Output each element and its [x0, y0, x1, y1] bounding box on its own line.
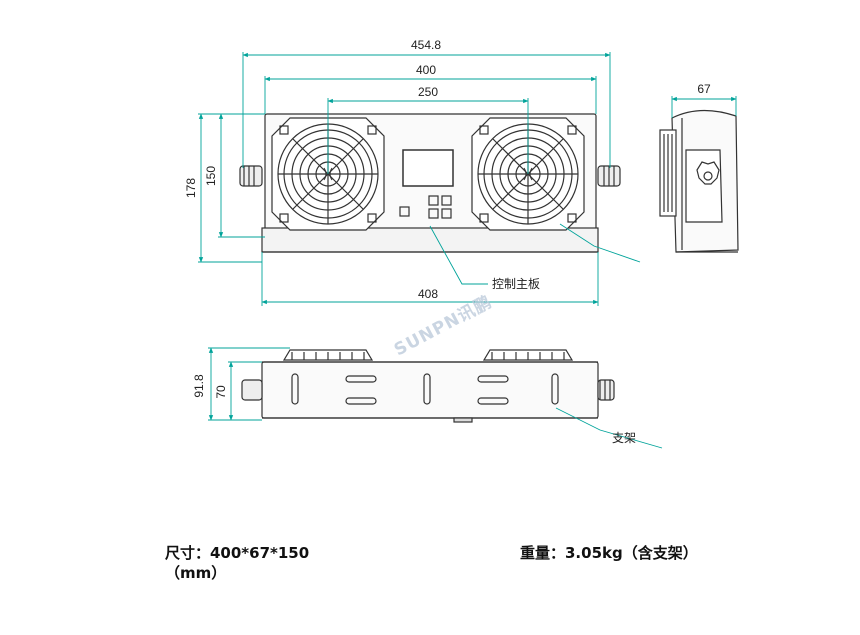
dim-body-width: 400	[416, 63, 436, 77]
right-knob	[597, 165, 621, 187]
side-view	[659, 109, 739, 253]
side-dimensions	[671, 96, 737, 118]
left-knob	[239, 165, 263, 187]
front-right-leader	[559, 223, 641, 263]
button-1	[399, 206, 410, 217]
dim-base-length: 408	[418, 287, 438, 301]
bottom-dimensions	[208, 347, 290, 421]
dim-depth: 67	[697, 82, 711, 96]
button-5	[441, 208, 452, 219]
front-dimensions	[198, 52, 611, 306]
dim-fan-spacing: 250	[418, 85, 438, 99]
front-dimension-labels: 454.8 400 250 178 150 408	[184, 38, 441, 301]
dim-body-height: 150	[204, 166, 218, 186]
front-base	[261, 227, 599, 253]
display-screen	[402, 149, 454, 187]
front-view	[239, 113, 621, 253]
dim-bottom-body-height: 70	[214, 385, 228, 399]
button-2	[428, 195, 439, 206]
bracket-label: 支架	[612, 431, 636, 445]
dim-overall-height: 178	[184, 178, 198, 198]
bottom-view	[241, 349, 615, 423]
spec-size: 尺寸：400*67*150（mm）	[165, 544, 310, 582]
control-board-label: 控制主板	[492, 277, 540, 291]
dim-overall-width: 454.8	[411, 38, 441, 52]
side-knob	[696, 161, 720, 185]
dim-bottom-overall-height: 91.8	[192, 374, 206, 398]
button-4	[428, 208, 439, 219]
control-board-callout: 控制主板	[429, 225, 540, 291]
bracket-callout: 支架	[555, 407, 663, 449]
button-3	[441, 195, 452, 206]
spec-weight: 重量：3.05kg（含支架）	[520, 544, 698, 562]
bottom-right-fan	[482, 349, 574, 361]
bottom-left-fan	[282, 349, 374, 361]
